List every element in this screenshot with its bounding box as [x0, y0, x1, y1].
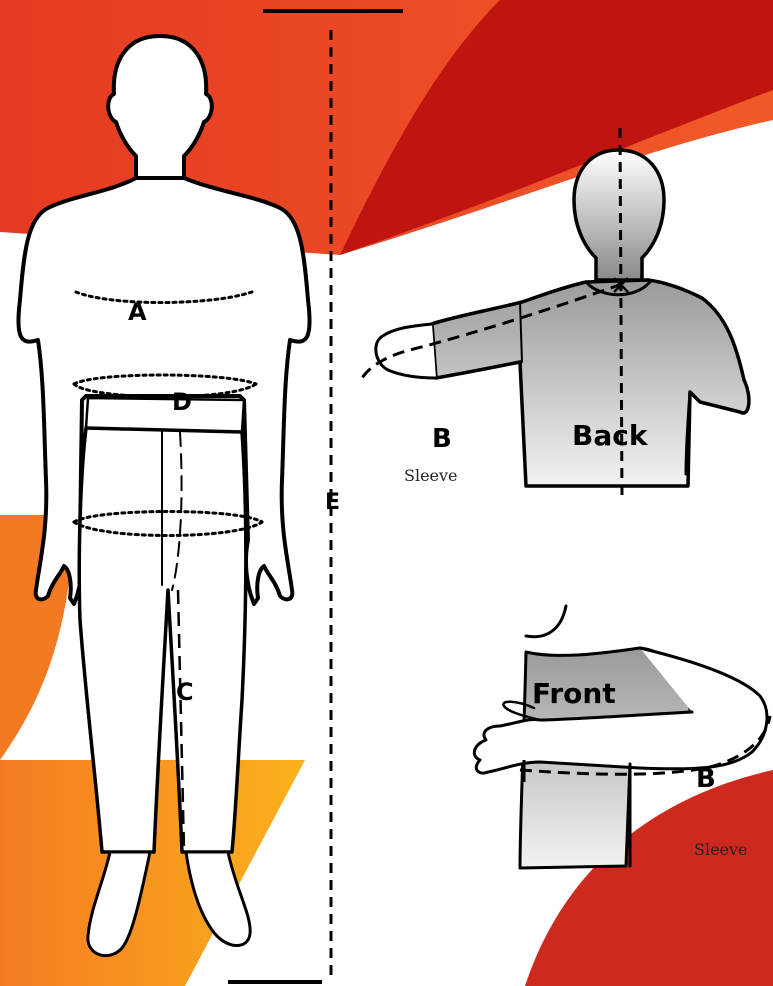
label-e: E [325, 492, 340, 514]
label-d: D [172, 390, 192, 414]
back-forearm [376, 324, 436, 378]
back-shirt [432, 280, 749, 486]
front-neck [526, 606, 566, 637]
label-front: Front [532, 680, 616, 708]
label-b-back: B [432, 426, 452, 452]
label-back: Back [572, 422, 647, 450]
label-a: A [128, 300, 147, 324]
label-b-front: B [696, 766, 716, 792]
label-sleeve-back: Sleeve [404, 468, 458, 484]
label-c: C [176, 680, 194, 704]
label-sleeve-front: Sleeve [694, 842, 748, 858]
